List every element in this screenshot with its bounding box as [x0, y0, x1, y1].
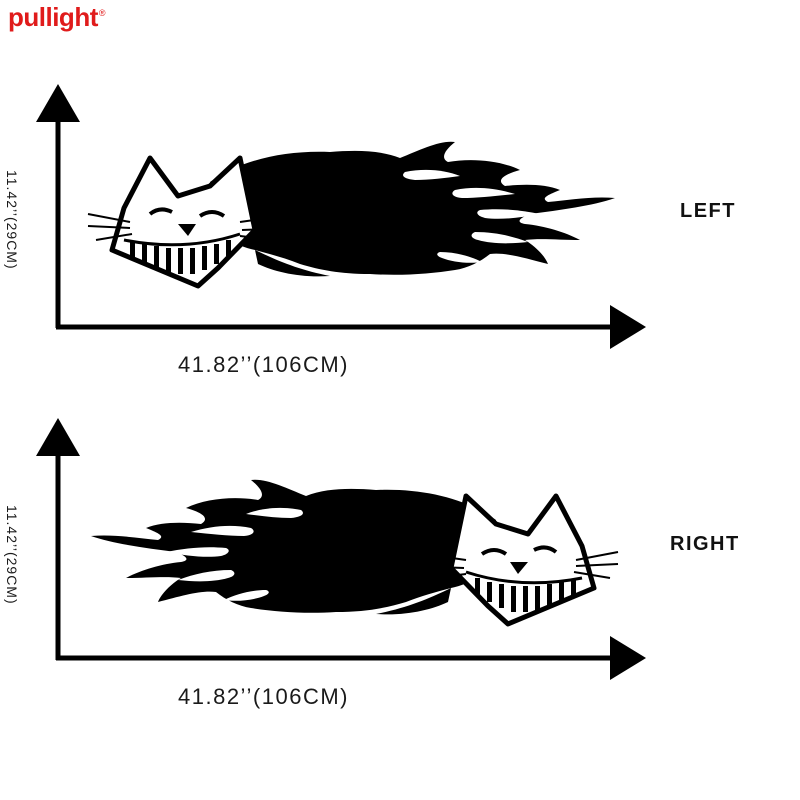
decal-left — [88, 142, 615, 286]
brand-name: pullight — [8, 2, 98, 32]
registered-mark: ® — [98, 8, 106, 18]
height-dimension-left: 11.42’’(29CM) — [4, 170, 20, 270]
side-label-right: RIGHT — [670, 533, 740, 555]
width-dimension-left: 41.82’’(106CM) — [178, 352, 350, 377]
width-dimension-right: 41.82’’(106CM) — [178, 684, 350, 709]
side-label-left: LEFT — [680, 200, 736, 222]
decal-right — [91, 480, 618, 624]
height-dimension-right: 11.42’’(29CM) — [4, 505, 20, 605]
brand-logo: pullight® — [8, 2, 106, 33]
axes-left-panel — [36, 84, 646, 349]
axes-right-panel — [36, 418, 646, 680]
